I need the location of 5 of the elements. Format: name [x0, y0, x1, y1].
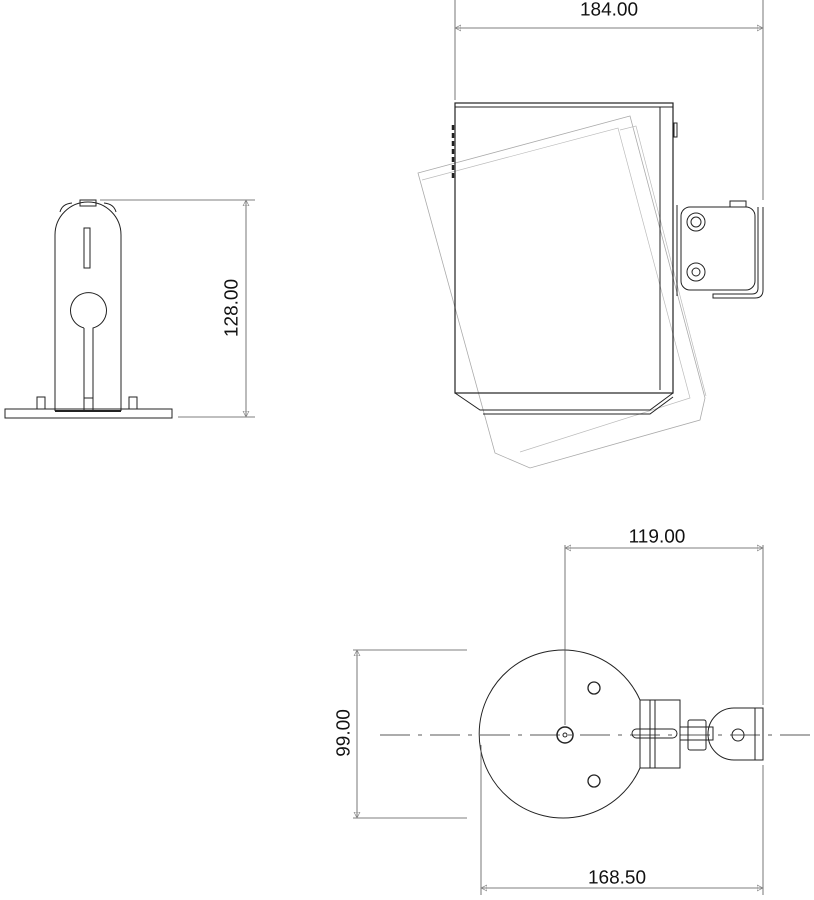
dimension-label: 168.50	[588, 868, 646, 888]
dimension-label: 128.00	[222, 278, 242, 338]
dimension-label: 99.00	[334, 709, 354, 757]
dimension-label: 119.00	[628, 528, 686, 546]
dimension-label: 184.00	[580, 0, 638, 20]
